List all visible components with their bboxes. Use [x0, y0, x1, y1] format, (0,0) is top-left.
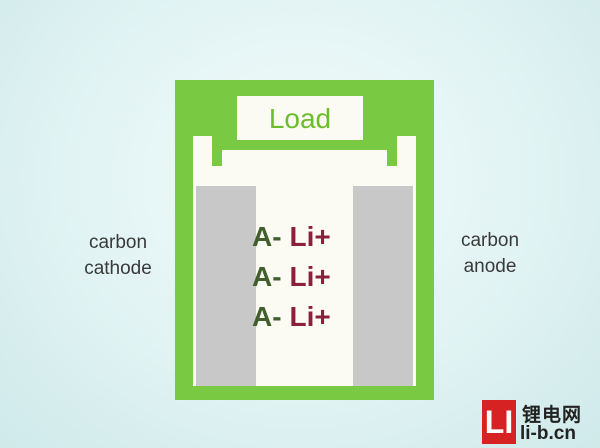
cathode-label: carbon cathode	[70, 230, 166, 282]
logo-mark: LI	[482, 400, 516, 444]
anode-label: carbon anode	[442, 228, 538, 280]
anion: A-	[252, 261, 282, 292]
anode-label-line-2: anode	[463, 256, 517, 277]
cation: Li+	[289, 221, 331, 252]
load-label: Load	[268, 103, 332, 134]
cation: Li+	[289, 261, 331, 292]
anion: A-	[252, 221, 282, 252]
anode-label-line-1: carbon	[460, 230, 520, 251]
ion-pair: A-Li+	[252, 217, 352, 257]
carbon-cathode	[196, 186, 256, 386]
ion-list: A-Li+ A-Li+ A-Li+	[252, 217, 352, 337]
anion: A-	[252, 301, 282, 332]
logo-url: li-b.cn	[520, 423, 576, 444]
wire-gap	[193, 136, 416, 186]
watermark-logo: LI 锂电网 li-b.cn	[478, 398, 600, 448]
cathode-label-line-1: carbon	[88, 232, 148, 253]
cathode-label-line-2: cathode	[84, 258, 152, 279]
ion-pair: A-Li+	[252, 257, 352, 297]
load-box: Load	[237, 96, 363, 140]
cation: Li+	[289, 301, 331, 332]
carbon-anode	[353, 186, 413, 386]
ion-pair: A-Li+	[252, 297, 352, 337]
logo-name: 锂电网	[522, 405, 583, 426]
